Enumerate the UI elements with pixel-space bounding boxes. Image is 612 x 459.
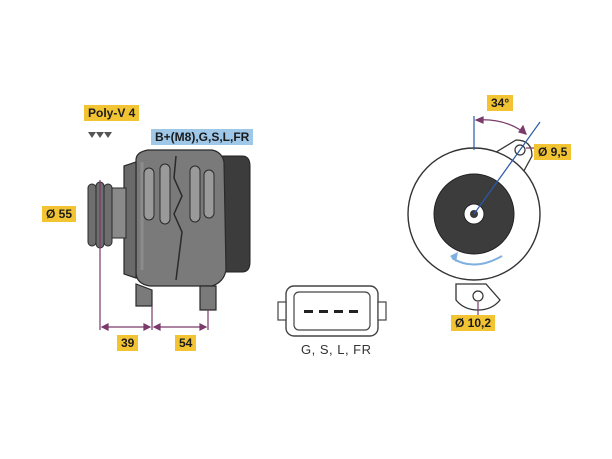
dimension-39-label: 39 <box>117 335 139 351</box>
pulley-diameter-label: Ø 55 <box>42 206 77 222</box>
connector-plug <box>277 285 387 337</box>
poly-v-belt-icon <box>88 132 112 138</box>
angle-label: 34° <box>487 95 514 111</box>
side-dimension-lines <box>99 180 209 331</box>
belt-label: Poly-V 4 <box>84 105 140 121</box>
dimension-54-label: 54 <box>175 335 197 351</box>
rotation-arrow-icon <box>450 252 503 266</box>
alternator-front-view <box>407 139 541 311</box>
terminals-label: B+(M8),G,S,L,FR <box>151 129 254 145</box>
connector-pins-label: G, S, L, FR <box>301 342 372 357</box>
pulley <box>87 181 127 249</box>
alternator-side-view <box>123 149 251 311</box>
angle-arc <box>474 116 527 135</box>
angle-dimension <box>473 116 541 215</box>
ear-hole-diameter-label: Ø 9,5 <box>534 144 572 160</box>
bottom-hole-diameter-label: Ø 10,2 <box>451 315 496 331</box>
